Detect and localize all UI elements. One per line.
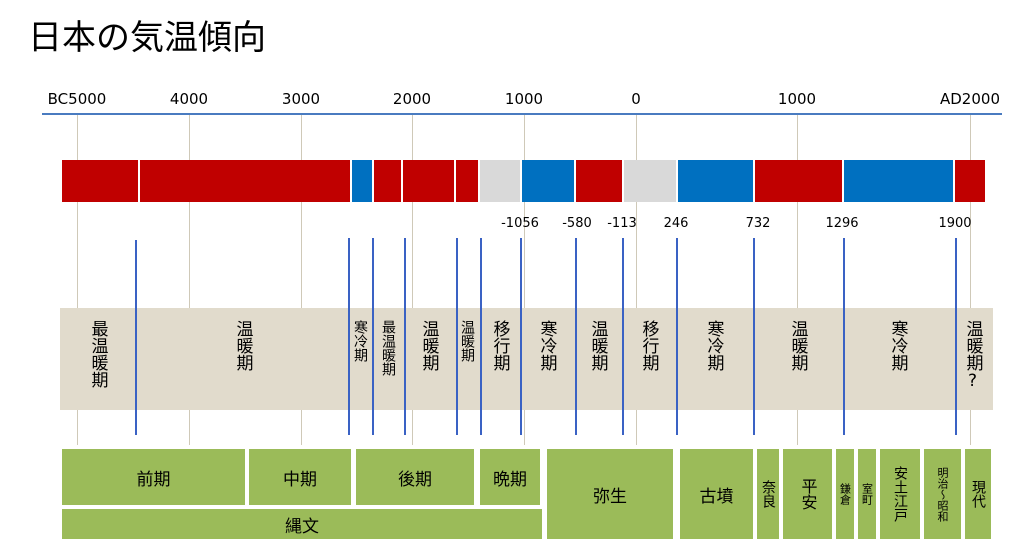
period-label: 移行期	[638, 320, 659, 371]
year-label: 1296	[825, 216, 859, 231]
period-label: 寒冷期	[703, 320, 724, 371]
year-label: 732	[745, 216, 771, 231]
period-label: 寒冷期	[887, 320, 908, 371]
period-label: 温暖期	[418, 320, 439, 371]
year-label: -1056	[501, 216, 539, 231]
period-label: 寒冷期	[352, 320, 368, 362]
axis-label-1000bc: 1000	[504, 90, 544, 108]
boundary-line	[955, 238, 957, 435]
climate-band-12	[755, 160, 842, 202]
era-kamakura: 鎌倉	[836, 449, 854, 539]
year-label: 246	[663, 216, 689, 231]
era-gendai: 現代	[965, 449, 991, 539]
axis-label-ad2000: AD2000	[940, 90, 1000, 108]
period-band	[60, 308, 993, 410]
tick-guide-1000bc	[524, 115, 525, 445]
period-label: 温暖期	[587, 320, 608, 371]
era-nara: 奈良	[757, 449, 779, 539]
axis-label-bc5000: BC5000	[47, 90, 107, 108]
era-heian: 平安	[783, 449, 832, 539]
boundary-line	[520, 238, 522, 435]
boundary-line	[480, 238, 482, 435]
boundary-line	[676, 238, 678, 435]
axis-label-2000: 2000	[392, 90, 432, 108]
tick-guide-3000	[301, 115, 302, 445]
climate-band-5	[403, 160, 454, 202]
tick-guide-0	[636, 115, 637, 445]
tick-guide-2000	[412, 115, 413, 445]
axis-label-4000: 4000	[169, 90, 209, 108]
era-muromachi: 室町	[858, 449, 876, 539]
era-jomon-late: 後期	[356, 449, 474, 505]
climate-band-11	[678, 160, 753, 202]
climate-band-2	[140, 160, 350, 202]
climate-band-14	[955, 160, 985, 202]
period-label: 温暖期	[787, 320, 808, 371]
era-azuchi-edo: 安土江戸	[880, 449, 920, 539]
axis-label-0: 0	[631, 90, 641, 108]
era-kofun: 古墳	[680, 449, 753, 539]
timeline-axis	[42, 113, 1002, 115]
period-label: 温暖期	[459, 320, 475, 362]
era-yayoi: 弥生	[547, 449, 673, 539]
page-title: 日本の気温傾向	[28, 18, 266, 58]
boundary-line	[843, 238, 845, 435]
climate-band-8	[522, 160, 574, 202]
era-jomon: 縄文	[62, 509, 542, 539]
year-label: -113	[607, 216, 637, 231]
boundary-line	[348, 238, 350, 435]
climate-band-1	[62, 160, 138, 202]
era-jomon-final: 晩期	[480, 449, 540, 505]
year-label: 1900	[938, 216, 972, 231]
climate-band-13	[844, 160, 953, 202]
climate-band-6	[456, 160, 478, 202]
period-label: 移行期	[489, 320, 510, 371]
period-label: 最温暖期	[87, 320, 108, 388]
era-meiji-showa: 明治～昭和	[924, 449, 961, 539]
axis-label-3000: 3000	[281, 90, 321, 108]
boundary-line	[575, 238, 577, 435]
boundary-line	[456, 238, 458, 435]
tick-guide-bc5000	[77, 115, 78, 445]
climate-band-4	[374, 160, 401, 202]
climate-band-3	[352, 160, 372, 202]
tick-guide-ad2000	[970, 115, 971, 445]
era-jomon-middle: 中期	[249, 449, 351, 505]
boundary-line	[753, 238, 755, 435]
axis-label-1000ad: 1000	[777, 90, 817, 108]
climate-band-10	[624, 160, 676, 202]
year-label: -580	[562, 216, 592, 231]
period-label: 寒冷期	[536, 320, 557, 371]
boundary-line	[404, 238, 406, 435]
period-label: 温暖期	[232, 320, 253, 371]
boundary-line	[622, 238, 624, 435]
era-jomon-early: 前期	[62, 449, 245, 505]
tick-guide-4000	[189, 115, 190, 445]
boundary-line	[135, 240, 137, 435]
period-label: 最温暖期	[380, 320, 396, 376]
tick-guide-1000ad	[797, 115, 798, 445]
period-label: 温暖期?	[962, 320, 983, 391]
boundary-line	[372, 238, 374, 435]
climate-band-7	[480, 160, 520, 202]
climate-band-9	[576, 160, 622, 202]
